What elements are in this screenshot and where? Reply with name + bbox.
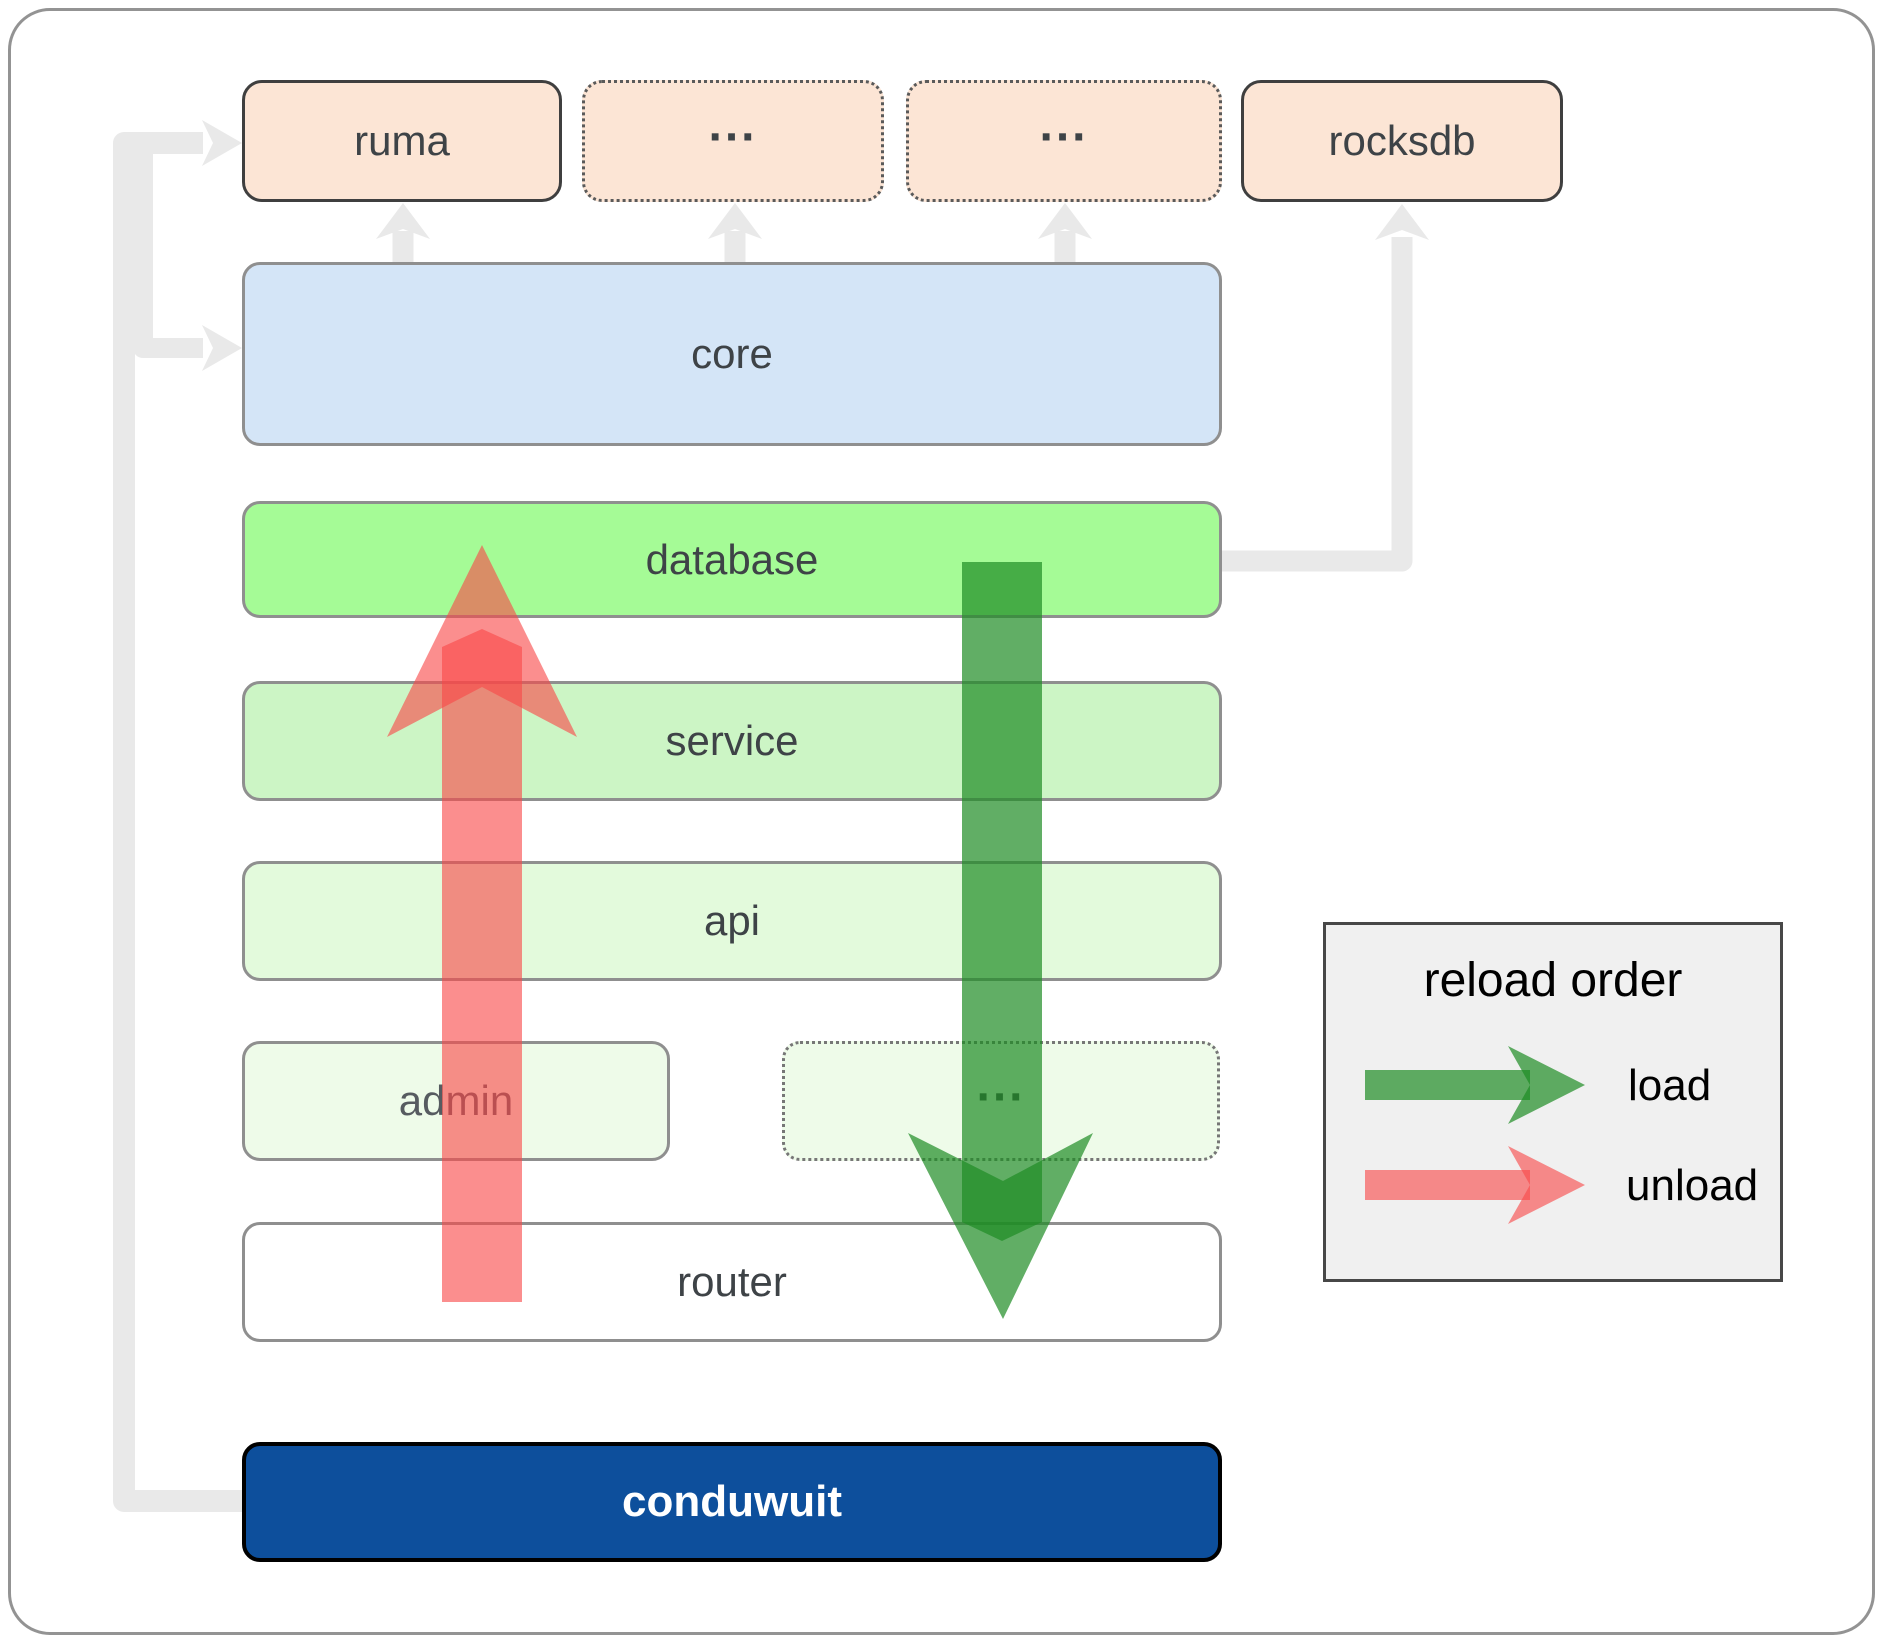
node-ruma-label: ruma bbox=[354, 117, 450, 164]
connector-core-ext2 bbox=[1038, 203, 1092, 263]
node-ellipsis-top-1-label: ... bbox=[708, 98, 758, 151]
connector-database-rocksdb bbox=[1222, 204, 1429, 572]
node-admin: admin bbox=[242, 1041, 670, 1161]
node-service: service bbox=[242, 681, 1222, 801]
node-router-label: router bbox=[677, 1258, 787, 1305]
node-core-label: core bbox=[691, 330, 773, 377]
node-service-label: service bbox=[665, 717, 799, 764]
node-ellipsis-top-2: ... bbox=[906, 80, 1222, 202]
connector-conduwuit-ruma bbox=[113, 120, 242, 1512]
arrowhead-into-core bbox=[202, 325, 242, 371]
node-ellipsis-admin-row-label: ... bbox=[976, 1058, 1026, 1111]
connector-core-ruma bbox=[376, 203, 430, 263]
legend: reload order load unload bbox=[1323, 922, 1783, 1282]
connector-core-ext1 bbox=[708, 203, 762, 263]
node-conduwuit: conduwuit bbox=[242, 1442, 1222, 1562]
node-ellipsis-top-1: ... bbox=[582, 80, 884, 202]
node-ellipsis-admin-row: ... bbox=[782, 1041, 1220, 1161]
arrowhead-into-rocksdb bbox=[1375, 204, 1429, 240]
node-conduwuit-label: conduwuit bbox=[622, 1477, 842, 1526]
node-ruma: ruma bbox=[242, 80, 562, 202]
node-rocksdb-label: rocksdb bbox=[1328, 117, 1476, 164]
arrowhead-into-ruma bbox=[202, 120, 242, 166]
legend-label-unload: unload bbox=[1626, 1161, 1759, 1210]
legend-arrows bbox=[1365, 1046, 1585, 1224]
legend-load-arrow bbox=[1365, 1046, 1585, 1124]
legend-unload-arrow bbox=[1365, 1146, 1585, 1224]
legend-title: reload order bbox=[1423, 954, 1683, 1007]
connector-conduwuit-core bbox=[133, 153, 242, 371]
legend-label-load: load bbox=[1628, 1061, 1712, 1110]
node-rocksdb: rocksdb bbox=[1241, 80, 1563, 202]
node-api-label: api bbox=[703, 897, 761, 944]
node-ellipsis-top-2-label: ... bbox=[1039, 98, 1089, 151]
node-database-label: database bbox=[645, 535, 819, 583]
node-api: api bbox=[242, 861, 1222, 981]
node-admin-label: admin bbox=[398, 1077, 514, 1124]
node-core: core bbox=[242, 262, 1222, 446]
node-database: database bbox=[242, 501, 1222, 618]
node-router: router bbox=[242, 1222, 1222, 1342]
